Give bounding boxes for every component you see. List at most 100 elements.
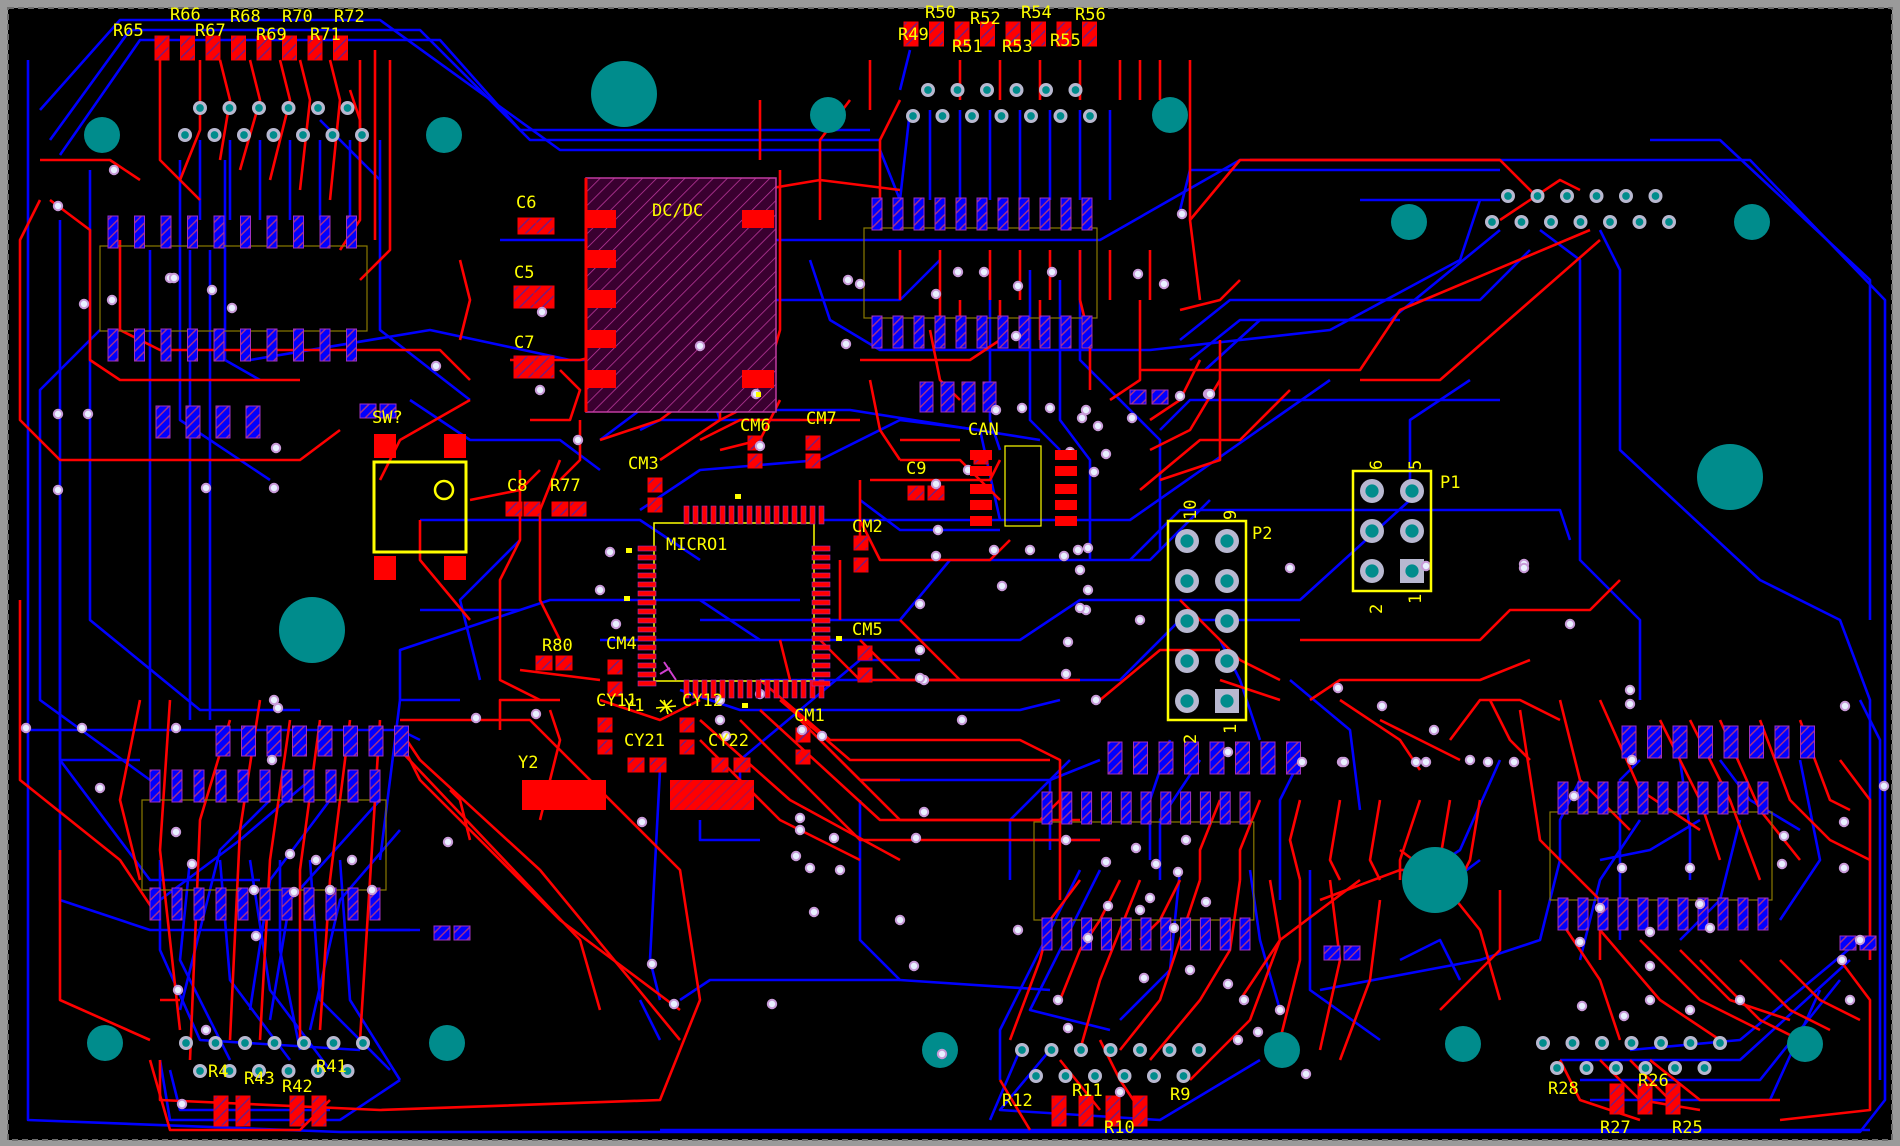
p1-pin2: 2 <box>1367 604 1387 614</box>
label-c5: C5 <box>514 263 534 283</box>
soic-ic[interactable] <box>1549 781 1773 931</box>
p1-pin6: 6 <box>1367 460 1387 470</box>
label-micro1: MICRO1 <box>666 535 727 555</box>
label-y1: Y1 <box>624 696 644 716</box>
label-r42: R42 <box>282 1077 313 1097</box>
soic-ic[interactable] <box>1033 791 1255 951</box>
label-cy11: CY11 <box>596 691 637 711</box>
label-r50: R50 <box>925 3 956 23</box>
label-r10: R10 <box>1104 1118 1135 1138</box>
label-r66: R66 <box>170 5 201 25</box>
soic-ic[interactable] <box>99 215 368 362</box>
mounting-hole <box>810 97 846 133</box>
mounting-hole <box>1391 204 1427 240</box>
mounting-hole <box>87 1025 123 1061</box>
mounting-hole <box>84 117 120 153</box>
mounting-hole <box>429 1025 465 1061</box>
silk-marks <box>624 392 842 708</box>
label-r65: R65 <box>113 21 144 41</box>
switch-footprint[interactable] <box>372 434 468 580</box>
label-dcdc: DC/DC <box>652 201 703 221</box>
label-r26: R26 <box>1638 1071 1669 1091</box>
p1-outline[interactable] <box>1351 469 1433 593</box>
mounting-hole <box>1734 204 1770 240</box>
micro1-qfp[interactable]: MICRO1 <box>637 505 831 699</box>
label-c7: C7 <box>514 333 534 353</box>
p2-outline[interactable] <box>1166 519 1248 722</box>
label-cy22: CY22 <box>708 731 749 751</box>
label-r77: R77 <box>550 476 581 496</box>
label-c8: C8 <box>507 476 527 496</box>
label-r70: R70 <box>282 7 313 27</box>
label-r51: R51 <box>952 37 983 57</box>
label-cm7: CM7 <box>806 409 837 429</box>
origin-mark <box>659 661 677 681</box>
label-r52: R52 <box>970 9 1001 29</box>
label-cm1: CM1 <box>794 706 825 726</box>
through-hole-pads <box>178 83 1727 1083</box>
mounting-hole-large <box>279 597 345 663</box>
label-c9: C9 <box>906 459 926 479</box>
label-r41: R41 <box>316 1057 347 1077</box>
label-p1: P1 <box>1440 473 1460 493</box>
label-cy12: CY12 <box>682 691 723 711</box>
label-c6: C6 <box>516 193 536 213</box>
label-r12: R12 <box>1002 1091 1033 1111</box>
label-r53: R53 <box>1002 37 1033 57</box>
label-r49: R49 <box>898 25 929 45</box>
label-cm4: CM4 <box>606 634 637 654</box>
crystal-y2[interactable] <box>522 780 754 810</box>
label-r9: R9 <box>1170 1085 1190 1105</box>
mounting-hole <box>1152 97 1188 133</box>
header-pin-numbers: 6 5 2 1 10 9 2 1 <box>1181 460 1426 744</box>
mounting-hole-large <box>591 61 657 127</box>
label-cm5: CM5 <box>852 620 883 640</box>
mounting-hole-large <box>1697 444 1763 510</box>
label-r71: R71 <box>310 25 341 45</box>
can-transceiver[interactable] <box>970 445 1077 527</box>
p1-pin1: 1 <box>1406 594 1426 604</box>
mounting-holes <box>84 61 1823 1068</box>
p1-pin5: 5 <box>1406 460 1426 470</box>
dcdc-module[interactable] <box>584 177 777 413</box>
mounting-hole <box>426 117 462 153</box>
label-r56: R56 <box>1075 5 1106 25</box>
label-cy21: CY21 <box>624 731 665 751</box>
label-y2: Y2 <box>518 753 538 773</box>
label-cm2: CM2 <box>852 517 883 537</box>
label-r55: R55 <box>1050 31 1081 51</box>
label-r4: R4 <box>208 1062 228 1082</box>
soic-ic[interactable] <box>141 769 387 921</box>
label-r68: R68 <box>230 7 261 27</box>
label-r54: R54 <box>1021 3 1052 23</box>
y1-mark <box>655 699 677 715</box>
label-cm3: CM3 <box>628 454 659 474</box>
mounting-hole-large <box>1402 847 1468 913</box>
label-r28: R28 <box>1548 1079 1579 1099</box>
mounting-hole <box>1264 1032 1300 1068</box>
label-r80: R80 <box>542 636 573 656</box>
p2-pin9: 9 <box>1221 510 1241 520</box>
label-sw: SW? <box>372 408 403 428</box>
ic-footprints <box>99 197 1773 951</box>
label-r67: R67 <box>195 21 226 41</box>
mounting-hole <box>1787 1026 1823 1062</box>
p2-pin1: 1 <box>1221 724 1241 734</box>
p2-pin10: 10 <box>1181 500 1201 520</box>
label-r27: R27 <box>1600 1118 1631 1138</box>
smd-pads <box>154 21 1877 1127</box>
label-r69: R69 <box>256 25 287 45</box>
label-r72: R72 <box>334 7 365 27</box>
soic-ic[interactable] <box>863 197 1098 349</box>
label-r25: R25 <box>1672 1118 1703 1138</box>
label-can: CAN <box>968 420 999 440</box>
qfp-pins <box>637 505 831 699</box>
board-outline <box>7 7 1893 1141</box>
label-r11: R11 <box>1072 1081 1103 1101</box>
label-cm6: CM6 <box>740 416 771 436</box>
label-p2: P2 <box>1252 524 1272 544</box>
silkscreen-labels: R65 R66 R67 R68 R69 R70 R71 R72 R49 R50 … <box>113 3 1703 1138</box>
p2-pin2: 2 <box>1181 734 1201 744</box>
